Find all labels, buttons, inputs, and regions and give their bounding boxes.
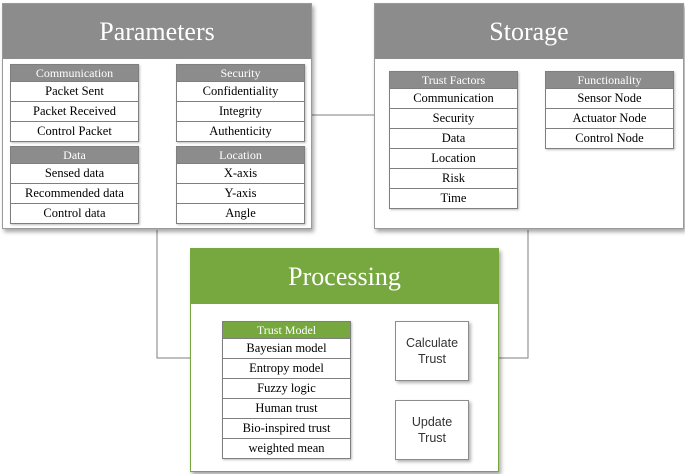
processing-header: Processing [191,249,498,304]
storage-title: Storage [489,16,569,46]
calculate-trust-line1: Calculate [405,336,459,350]
location-title: Location [177,147,304,163]
processing-title: Processing [288,261,401,291]
trust-model-item: Human trust [223,398,350,418]
security-item: Integrity [177,101,304,121]
location-item: Angle [177,203,304,223]
functionality-title: Functionality [546,72,673,88]
security-item: Confidentiality [177,81,304,101]
location-item: Y-axis [177,183,304,203]
security-group: Security Confidentiality Integrity Authe… [176,64,305,142]
functionality-item: Actuator Node [546,108,673,128]
communication-item: Packet Sent [11,81,138,101]
data-item: Recommended data [11,183,138,203]
trust-model-item: Bayesian model [223,338,350,358]
trust-factors-item: Data [390,128,517,148]
trust-model-item: weighted mean [223,438,350,458]
update-trust-line1: Update [411,415,453,429]
data-item: Control data [11,203,138,223]
trust-model-item: Bio-inspired trust [223,418,350,438]
processing-panel: Processing Trust Model Bayesian model En… [190,248,499,472]
update-trust-line2: Trust [417,431,446,445]
trust-factors-group: Trust Factors Communication Security Dat… [389,71,518,209]
communication-item: Control Packet [11,121,138,141]
security-item: Authenticity [177,121,304,141]
trust-factors-item: Location [390,148,517,168]
trust-factors-title: Trust Factors [390,72,517,88]
calculate-trust-line2: Trust [417,352,446,366]
location-item: X-axis [177,163,304,183]
connector-storage-processing [497,230,529,359]
storage-header: Storage [375,4,683,59]
communication-item: Packet Received [11,101,138,121]
location-group: Location X-axis Y-axis Angle [176,146,305,224]
trust-factors-item: Time [390,188,517,208]
security-title: Security [177,65,304,81]
parameters-header: Parameters [3,4,311,59]
functionality-group: Functionality Sensor Node Actuator Node … [545,71,674,149]
functionality-item: Control Node [546,128,673,148]
parameters-panel: Parameters Communication Packet Sent Pac… [2,3,312,229]
trust-factors-item: Risk [390,168,517,188]
trust-model-item: Entropy model [223,358,350,378]
trust-factors-item: Security [390,108,517,128]
parameters-title: Parameters [99,16,215,46]
data-item: Sensed data [11,163,138,183]
communication-title: Communication [11,65,138,81]
connector-parameters-processing [156,230,190,359]
trust-model-title: Trust Model [223,322,350,338]
update-trust-box: Update Trust [395,400,469,460]
trust-model-group: Trust Model Bayesian model Entropy model… [222,321,351,459]
data-title: Data [11,147,138,163]
functionality-item: Sensor Node [546,88,673,108]
communication-group: Communication Packet Sent Packet Receive… [10,64,139,142]
storage-panel: Storage Trust Factors Communication Secu… [374,3,684,229]
trust-factors-item: Communication [390,88,517,108]
trust-model-item: Fuzzy logic [223,378,350,398]
calculate-trust-box: Calculate Trust [395,321,469,381]
data-group: Data Sensed data Recommended data Contro… [10,146,139,224]
